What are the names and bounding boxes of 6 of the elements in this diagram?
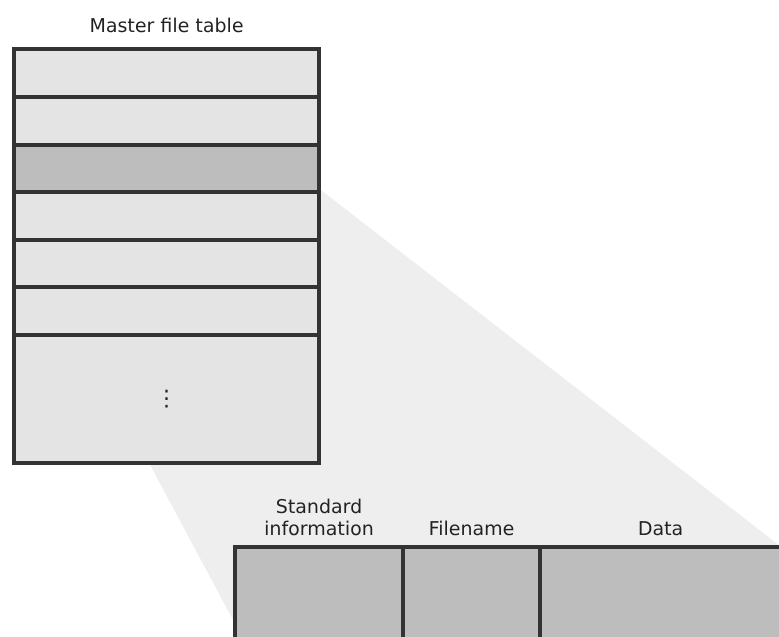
ellipsis-mark: ⋮ — [156, 386, 178, 412]
column-heading: Data — [636, 517, 684, 540]
highlighted-row — [16, 147, 317, 194]
table-title: Master file table — [88, 15, 245, 37]
column-heading: Filename — [428, 517, 516, 540]
column-heading: Standard information — [263, 495, 375, 540]
